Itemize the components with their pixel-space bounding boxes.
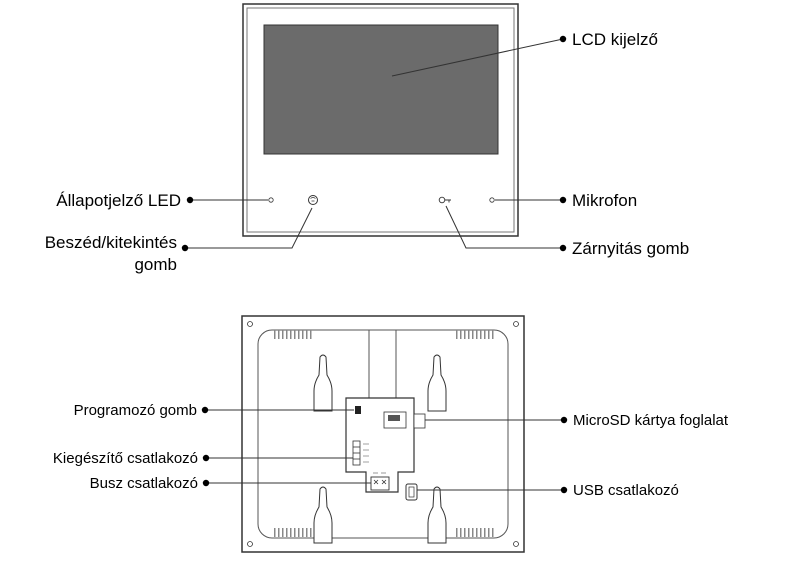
mounting-slot-bottom-right (427, 486, 447, 544)
leader-lcd (391, 38, 564, 77)
label-bus-connector: Busz csatlakozó (90, 475, 198, 492)
label-status-led: Állapotjelző LED (56, 191, 181, 210)
bus-connector (370, 472, 390, 491)
leader-unlock-button (445, 205, 563, 249)
microsd-tab (413, 413, 426, 429)
corner-screw (513, 541, 519, 547)
mounting-slot-top-left (313, 354, 333, 412)
dot-status-led (186, 196, 194, 204)
back-inner-frame (257, 329, 509, 539)
leader-talk-button (185, 207, 313, 249)
dot-microsd (560, 416, 568, 424)
front-view: LCD kijelző Állapotjelző LED Beszéd/kite… (45, 3, 689, 274)
dot-lcd (559, 35, 567, 43)
dot-program-button (201, 406, 209, 414)
vent-grille-top-right (456, 330, 494, 339)
dot-aux-connector (202, 454, 210, 462)
mounting-slot-top-right (427, 354, 447, 412)
dot-usb (560, 486, 568, 494)
program-button (355, 406, 361, 414)
label-microphone: Mikrofon (572, 191, 637, 210)
corner-screw (513, 321, 519, 327)
label-aux-connector: Kiegészítő csatlakozó (53, 450, 198, 467)
label-talk-button-line1: Beszéd/kitekintés (45, 233, 177, 252)
vent-grille-top-left (274, 330, 312, 339)
aux-connector-marks (363, 443, 369, 463)
mounting-slot-bottom-left (313, 486, 333, 544)
key-icon (438, 196, 451, 204)
status-led (268, 197, 274, 203)
microsd-card (388, 415, 400, 421)
corner-screw (247, 321, 253, 327)
microphone-hole (489, 197, 495, 203)
label-talk-button-line2: gomb (134, 255, 177, 274)
usb-connector-inner (408, 486, 415, 498)
dot-unlock-button (559, 244, 567, 252)
vent-grille-bottom-left (274, 528, 312, 537)
label-unlock-button: Zárnyitás gomb (572, 239, 689, 258)
lcd-screen (263, 24, 499, 155)
back-view: Programozó gomb Kiegészítő csatlakozó Bu… (53, 315, 729, 553)
aux-connector (352, 440, 361, 466)
label-usb-connector: USB csatlakozó (573, 482, 679, 499)
label-program-button: Programozó gomb (74, 402, 197, 419)
talk-button-icon (308, 195, 318, 205)
label-lcd: LCD kijelző (572, 30, 658, 49)
dot-talk-button (181, 244, 189, 252)
dot-bus-connector (202, 479, 210, 487)
label-microsd-slot: MicroSD kártya foglalat (573, 412, 729, 429)
corner-screw (247, 541, 253, 547)
front-bezel (246, 7, 515, 233)
dot-microphone (559, 196, 567, 204)
vent-grille-bottom-right (456, 528, 494, 537)
